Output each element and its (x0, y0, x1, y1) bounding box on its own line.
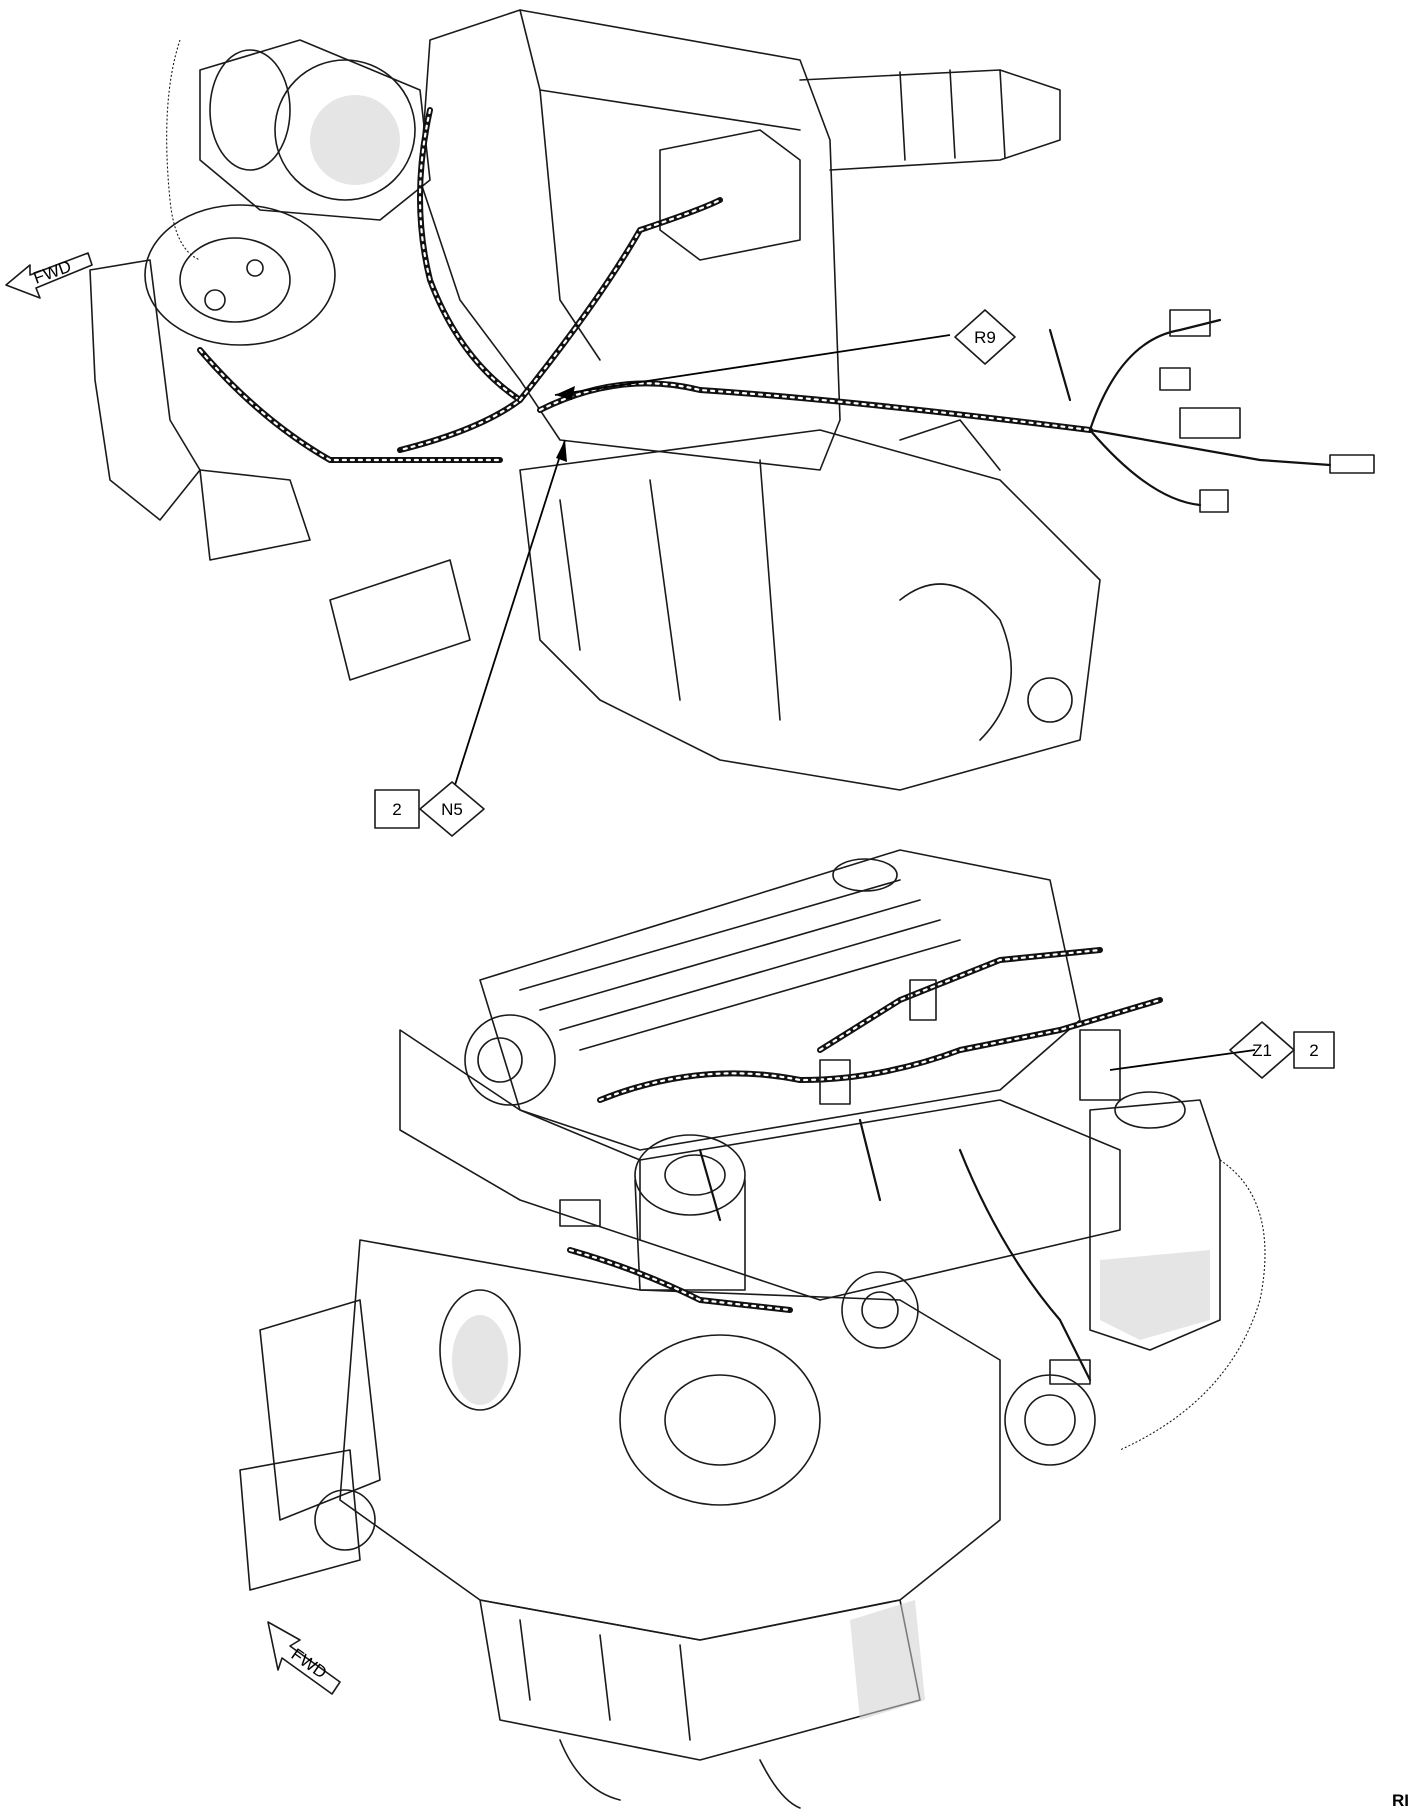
top-engine-view (89, 9, 1375, 791)
callout-n5-code: N5 (441, 800, 463, 819)
callout-r9-code: R9 (974, 328, 996, 347)
callout-z1-sheet: 2 (1309, 1041, 1318, 1060)
callout-n5-sheet: 2 (392, 800, 401, 819)
callout-n5: 2 N5 (374, 439, 567, 837)
top-fwd-arrow: FWD (5, 252, 93, 299)
bottom-fwd-arrow: FWD (267, 1621, 341, 1695)
callout-r9: R9 (554, 309, 1016, 400)
corner-code: RI (1392, 1791, 1408, 1810)
callout-z1: Z1 2 (1109, 1021, 1335, 1079)
callout-z1-code: Z1 (1252, 1041, 1272, 1060)
bottom-engine-view (239, 849, 1266, 1809)
top-fwd-label: FWD (31, 257, 74, 288)
